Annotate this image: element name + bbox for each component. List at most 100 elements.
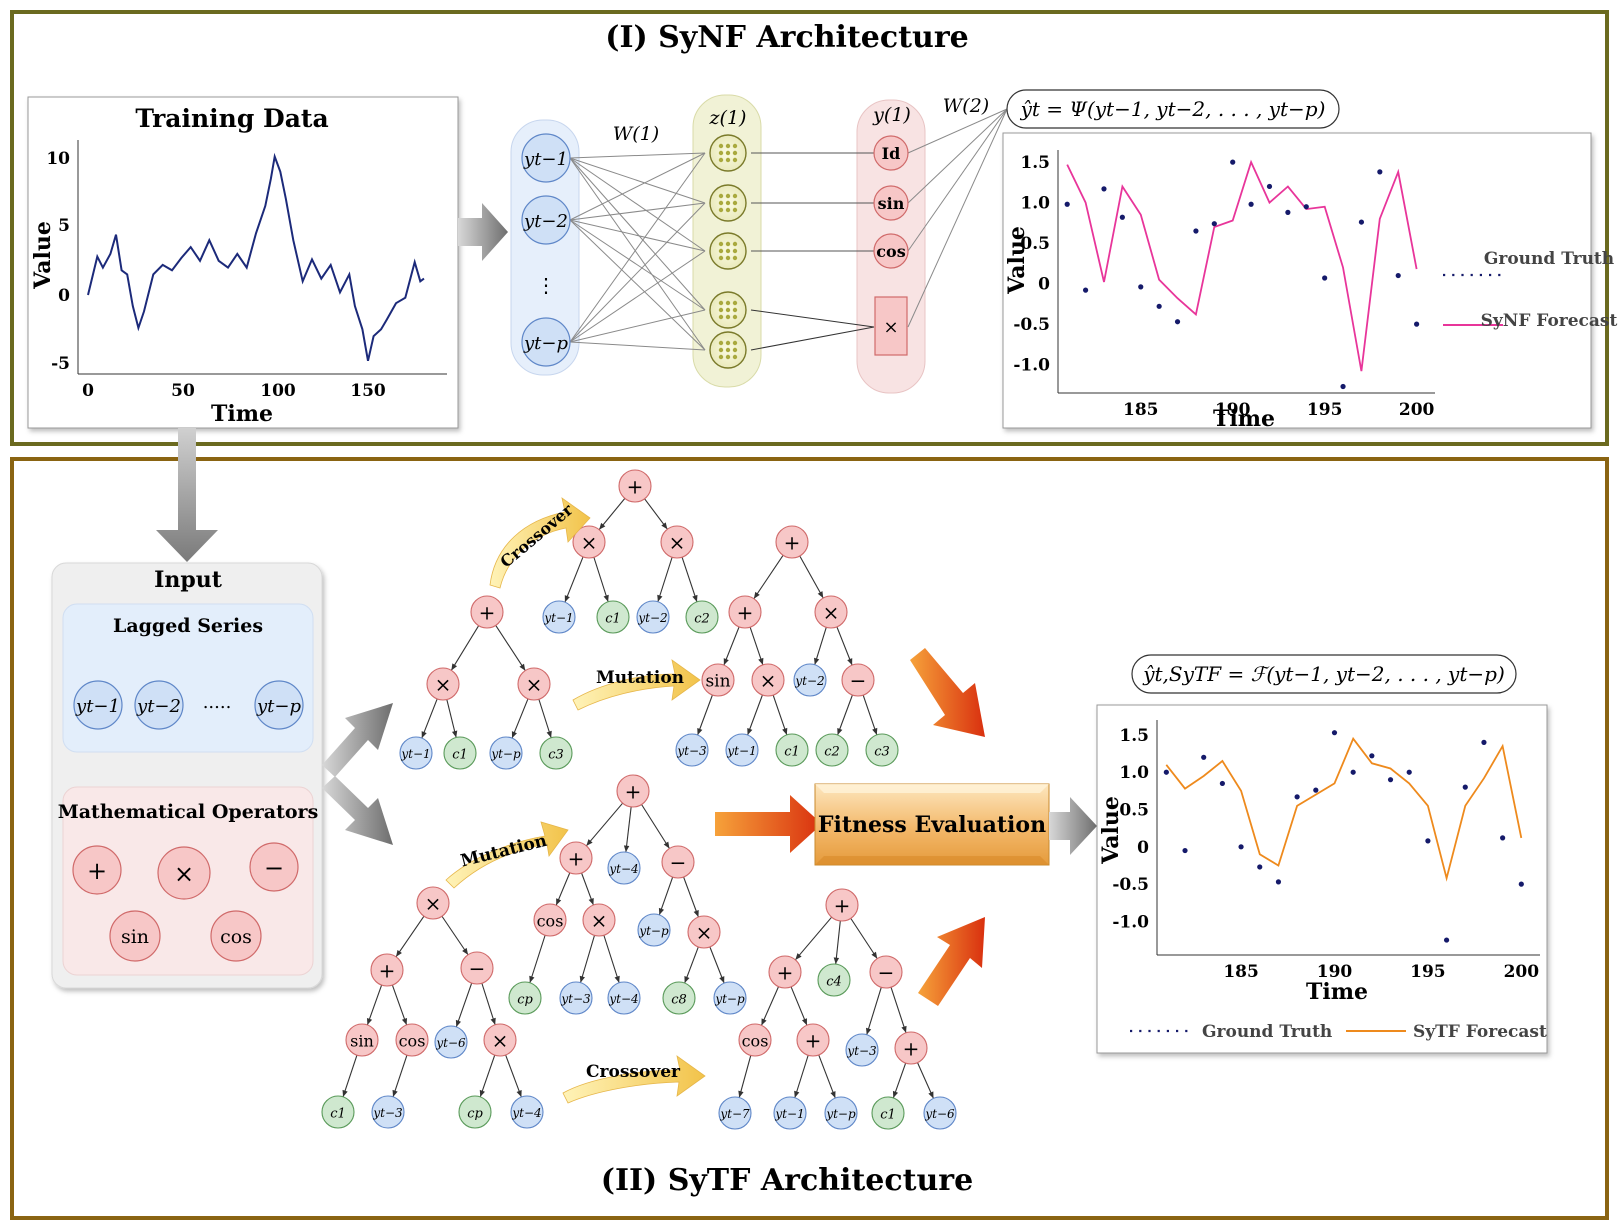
svg-text:yt−3: yt−3: [560, 992, 591, 1006]
tree-node-green: c1: [596, 600, 630, 634]
tree-node-red: ×: [426, 667, 460, 701]
lagged-series-box: [62, 603, 314, 753]
synf-legend-gt: Ground Truth: [1484, 249, 1614, 269]
ground-truth-point: [1369, 753, 1375, 759]
tree-node-blue: yt−2: [793, 663, 827, 697]
svg-text:yt−p: yt−p: [256, 696, 301, 717]
svg-text:yt−4: yt−4: [608, 862, 638, 876]
svg-text:+: +: [784, 531, 801, 555]
svg-text:×: ×: [591, 909, 608, 933]
edge-op-output: [907, 108, 1008, 204]
synf-legend-forecast: SyNF Forecast: [1481, 311, 1618, 331]
hidden-nodes: [709, 134, 747, 369]
ground-truth-point: [1182, 847, 1188, 854]
svg-text:yt−1: yt−1: [75, 696, 120, 717]
svg-text:c1: c1: [452, 747, 468, 762]
ground-truth-point: [1387, 777, 1394, 783]
ground-truth-point: [1425, 838, 1431, 844]
forecast-line: [1165, 736, 1523, 882]
tree-node-red: −: [661, 845, 695, 879]
y-tick-label: 0.5: [1020, 234, 1050, 254]
svg-text:cos: cos: [399, 1031, 426, 1050]
w2-label: W(2): [943, 95, 989, 117]
y-tick-label: 0: [1137, 838, 1149, 858]
svg-text:yt−1: yt−1: [726, 744, 756, 758]
y-tick-label: -1.0: [1112, 912, 1149, 932]
tree-edge: [794, 916, 833, 961]
tree-edge: [657, 557, 673, 602]
ground-truth-point: [1219, 780, 1225, 787]
training-title: Training Data: [135, 104, 328, 133]
operators-title: Mathematical Operators: [58, 801, 319, 823]
y-tick-label: 0: [1038, 275, 1050, 295]
synf-formula-box: [1006, 89, 1340, 129]
tree-edge: [658, 876, 674, 916]
ground-truth-point: [1350, 769, 1356, 775]
svg-text:×: ×: [823, 601, 840, 625]
network-connections: [569, 108, 1008, 351]
sytf-title: (II) SyTF Architecture: [601, 1163, 973, 1198]
tree-edge: [747, 694, 763, 736]
svg-text:−: −: [850, 669, 867, 693]
svg-text:c8: c8: [671, 992, 687, 1007]
tree-node-red: cos: [395, 1023, 429, 1057]
tree-node-green: c8: [662, 981, 696, 1015]
tree-node-red: cos: [738, 1023, 772, 1057]
ground-truth-point: [1230, 159, 1236, 165]
tree-node-blue: yt−3: [371, 1095, 405, 1129]
svg-text:Id: Id: [882, 144, 901, 163]
tree-node-blue: yt−3: [845, 1033, 879, 1067]
training-xtick: 0: [82, 381, 94, 401]
tree-node-red: ×: [660, 525, 694, 559]
ground-truth-point: [1064, 201, 1070, 207]
hidden-node: [709, 331, 747, 369]
ground-truth-point: [1193, 228, 1199, 234]
ground-truth-point: [1518, 881, 1524, 887]
tree-edge: [593, 557, 609, 602]
svg-text:−: −: [670, 851, 687, 875]
svg-text:×: ×: [760, 669, 777, 693]
forecast-line: [1066, 159, 1418, 372]
crossover-arrow-bottom: Crossover: [562, 1055, 706, 1104]
training-ytick: 5: [58, 216, 70, 236]
ground-truth-point: [1406, 769, 1412, 775]
svg-text:c1: c1: [784, 744, 800, 759]
svg-text:yt−1: yt−1: [523, 149, 568, 170]
ground-truth-point: [1500, 835, 1506, 841]
tree-node-red: +: [616, 774, 650, 808]
svg-text:yt−6: yt−6: [924, 1107, 955, 1121]
edge-input-hidden: [569, 341, 706, 351]
svg-text:yt−2: yt−2: [523, 211, 568, 232]
sytf-formula: ŷt,SyTF = ℱ(yt−1, yt−2, . . . , yt−p): [1142, 662, 1505, 686]
tree-node-red: +: [775, 525, 809, 559]
tree-node-red: ×: [483, 1023, 517, 1057]
svg-text:yt−1: yt−1: [543, 611, 573, 625]
tree-edge: [450, 625, 480, 671]
tree-edge: [342, 1055, 358, 1097]
svg-text:cos: cos: [742, 1031, 769, 1050]
svg-text:cos: cos: [876, 242, 905, 261]
ground-truth-point: [1119, 214, 1125, 220]
tree-edge: [441, 915, 469, 956]
svg-text:Mutation: Mutation: [459, 831, 549, 872]
ground-truth-point: [1174, 319, 1181, 325]
y-tick-label: 1.5: [1119, 726, 1149, 746]
svg-text:×: ×: [669, 531, 686, 555]
sytf-frame: [10, 457, 1609, 1220]
svg-text:yt−3: yt−3: [676, 744, 707, 758]
svg-text:+: +: [379, 959, 396, 983]
sytf-legend-gt: Ground Truth: [1202, 1022, 1332, 1042]
svg-text:Crossover: Crossover: [586, 1062, 681, 1082]
tree-node-blue: yt−4: [607, 851, 641, 885]
ground-truth-point: [1238, 844, 1244, 850]
tree-node-red: sin: [701, 663, 735, 697]
svg-text:c2: c2: [694, 611, 710, 626]
svg-text:sin: sin: [705, 672, 730, 692]
edge-input-hidden: [569, 250, 706, 343]
svg-text:yt−p: yt−p: [825, 1107, 856, 1121]
tree-node-red: +: [728, 595, 762, 629]
tree-edge: [709, 946, 725, 984]
tree-node-blue: yt−4: [607, 981, 641, 1015]
tree-edge: [814, 627, 827, 665]
